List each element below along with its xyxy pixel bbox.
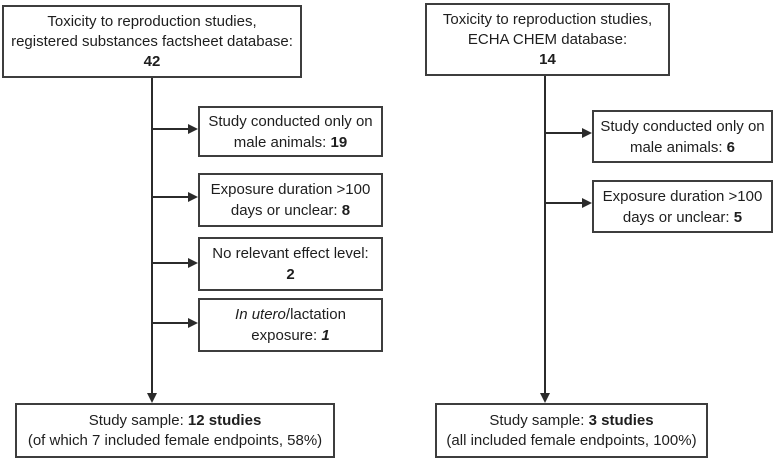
left-result-line1: Study sample: 12 studies	[88, 411, 262, 429]
left-branch-4-line	[152, 322, 188, 324]
left-result-box: Study sample: 12 studies (of which 7 inc…	[15, 403, 335, 458]
right-stem-line	[544, 76, 546, 393]
left-arrow-down-icon	[147, 393, 157, 403]
right-source-line2: ECHA CHEM database:	[467, 30, 628, 48]
exclusion-text-line: male animals: 19	[233, 133, 348, 151]
right-branch-2-line	[545, 202, 582, 204]
left-source-box: Toxicity to reproduction studies, regist…	[2, 5, 302, 78]
left-result-line2: (of which 7 included female endpoints, 5…	[27, 431, 323, 449]
left-exclusion-box-in-utero: In utero/lactation exposure: 1	[198, 298, 383, 352]
right-result-box: Study sample: 3 studies (all included fe…	[435, 403, 708, 458]
exclusion-text-line: male animals: 6	[629, 138, 736, 156]
left-branch-4-arrow-right-icon	[188, 318, 198, 328]
exclusion-text-line: Study conducted only on	[600, 117, 765, 135]
exclusion-text-line: Exposure duration >100	[602, 187, 763, 205]
left-source-count: 42	[143, 52, 161, 70]
exclusion-text-line: days or unclear: 8	[230, 202, 351, 219]
left-source-line2: registered substances factsheet database…	[11, 32, 293, 50]
left-branch-3-line	[152, 262, 188, 264]
right-exclusion-box-male-animals: Study conducted only on male animals: 6	[592, 110, 773, 163]
right-branch-1-line	[545, 132, 582, 134]
exclusion-text-line: Study conducted only on	[208, 112, 373, 130]
left-exclusion-box-exposure-duration: Exposure duration >100 days or unclear: …	[198, 173, 383, 227]
right-source-line1: Toxicity to reproduction studies,	[442, 10, 653, 28]
left-branch-2-arrow-right-icon	[188, 192, 198, 202]
left-exclusion-box-no-effect-level: No relevant effect level: 2	[198, 237, 383, 291]
right-arrow-down-icon	[540, 393, 550, 403]
right-result-line2: (all included female endpoints, 100%)	[446, 431, 697, 449]
right-source-count: 14	[539, 50, 556, 68]
left-branch-1-arrow-right-icon	[188, 124, 198, 134]
left-branch-2-line	[152, 196, 188, 198]
left-stem-line	[151, 78, 153, 393]
exclusion-text-line: 2	[286, 266, 295, 283]
exclusion-text-line: No relevant effect level:	[212, 245, 369, 262]
left-branch-1-line	[152, 128, 188, 130]
left-source-line1: Toxicity to reproduction studies,	[47, 12, 257, 30]
exclusion-text-line: exposure: 1	[251, 327, 330, 344]
right-source-box: Toxicity to reproduction studies, ECHA C…	[425, 3, 670, 76]
exclusion-text-line: days or unclear: 5	[622, 208, 743, 226]
right-result-line1: Study sample: 3 studies	[489, 411, 654, 429]
exclusion-text-line: In utero/lactation	[235, 306, 346, 323]
exclusion-text-line: Exposure duration >100	[210, 181, 371, 198]
right-branch-2-arrow-right-icon	[582, 198, 592, 208]
right-exclusion-box-exposure-duration: Exposure duration >100 days or unclear: …	[592, 180, 773, 233]
right-branch-1-arrow-right-icon	[582, 128, 592, 138]
left-branch-3-arrow-right-icon	[188, 258, 198, 268]
left-exclusion-box-male-animals: Study conducted only on male animals: 19	[198, 106, 383, 157]
